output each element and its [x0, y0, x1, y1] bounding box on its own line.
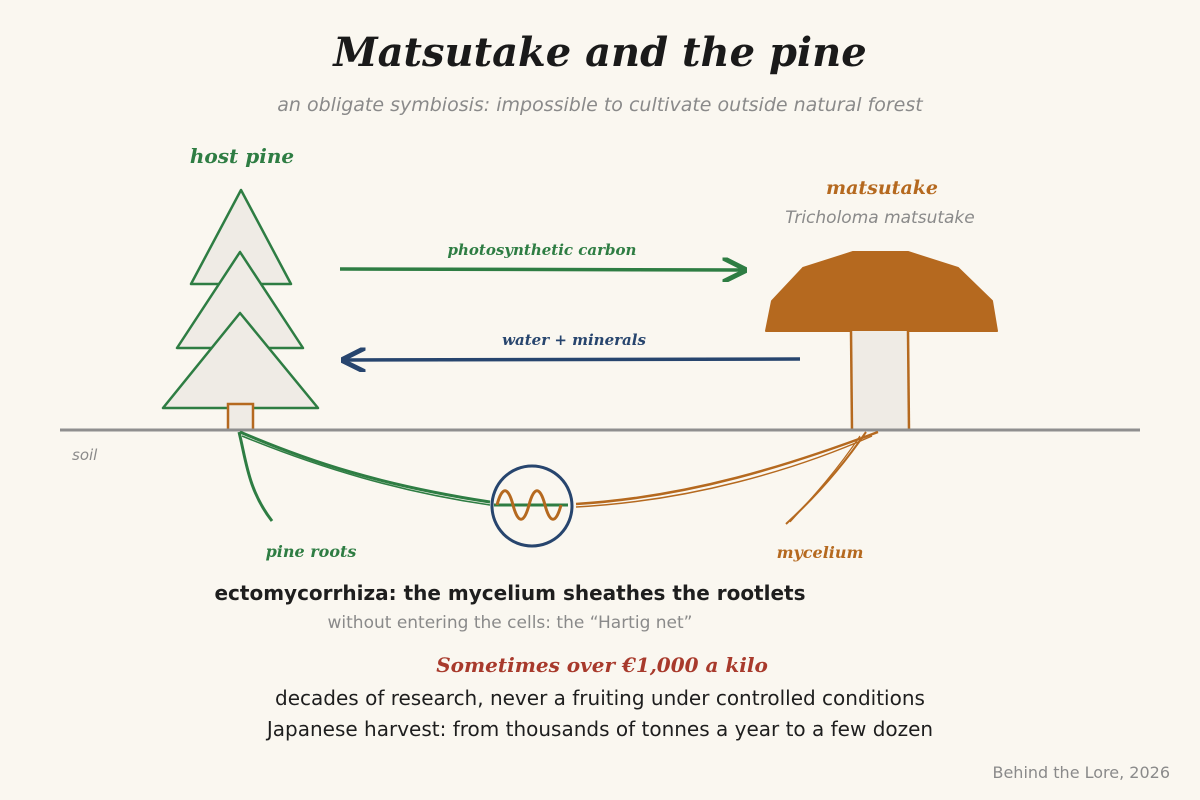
hartig-net-junction	[490, 464, 574, 548]
mycelium-label: mycelium	[777, 543, 864, 562]
matsutake-mushroom: matsutake Tricholoma matsutake	[765, 177, 998, 432]
pine-roots: pine roots	[237, 430, 491, 561]
water-flow-arrow: water + minerals	[346, 331, 801, 360]
price-callout: Sometimes over €1,000 a kilo	[436, 653, 768, 677]
mycorrhiza-subtext: without entering the cells: the “Hartig …	[328, 613, 693, 633]
mushroom-label: matsutake	[826, 177, 938, 199]
mushroom-cap	[765, 251, 998, 332]
pine-trunk	[226, 402, 255, 432]
pine-roots-label: pine roots	[266, 542, 357, 561]
mushroom-stem	[851, 331, 909, 431]
diagram-subtitle: an obligate symbiosis: impossible to cul…	[277, 94, 924, 116]
mushroom-latin-name: Tricholoma matsutake	[785, 208, 974, 228]
carbon-flow-label: photosynthetic carbon	[448, 241, 637, 259]
diagram-title: Matsutake and the pine	[331, 29, 866, 76]
credit: Behind the Lore, 2026	[992, 763, 1170, 782]
soil-label: soil	[72, 446, 98, 464]
pine-label: host pine	[190, 144, 294, 168]
pine-tree: host pine	[161, 144, 320, 432]
harvest-fact: Japanese harvest: from thousands of tonn…	[265, 717, 933, 741]
water-flow-label: water + minerals	[502, 331, 646, 349]
mycorrhiza-heading: ectomycorrhiza: the mycelium sheathes th…	[214, 581, 805, 605]
mycelium: mycelium	[575, 430, 879, 562]
carbon-flow-arrow: photosynthetic carbon	[339, 241, 742, 270]
research-fact: decades of research, never a fruiting un…	[275, 686, 925, 710]
hartig-net-wave	[495, 489, 563, 521]
